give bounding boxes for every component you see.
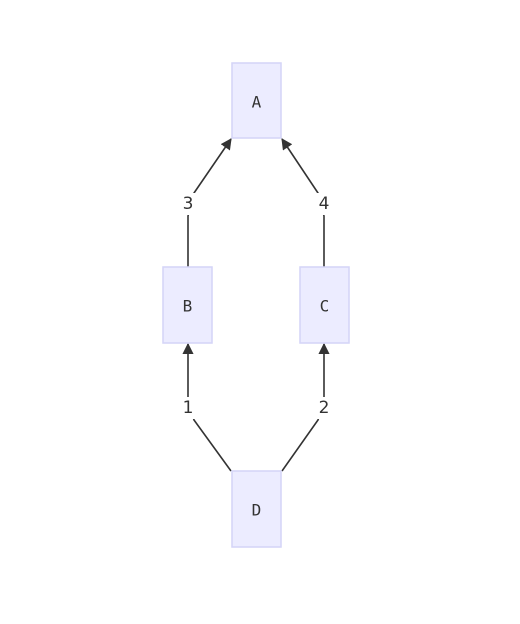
edge-label-b-a-text: 3: [183, 194, 194, 214]
node-a[interactable]: A: [231, 62, 282, 139]
edge-labels: 1 2 3 4: [179, 193, 333, 419]
edge-label-c-a: 4: [315, 193, 333, 215]
node-b-label: B: [183, 297, 193, 316]
nodes: A B C D: [162, 62, 350, 548]
node-a-label: A: [252, 93, 262, 112]
edge-label-d-c-text: 2: [319, 398, 330, 418]
edge-label-d-c: 2: [315, 397, 333, 419]
node-c[interactable]: C: [299, 266, 350, 344]
node-c-label: C: [320, 297, 330, 316]
node-d-label: D: [252, 501, 262, 520]
node-b[interactable]: B: [162, 266, 213, 344]
edge-label-b-a: 3: [179, 193, 197, 215]
node-d[interactable]: D: [231, 470, 282, 548]
edge-label-d-b-text: 1: [183, 398, 194, 418]
edge-label-c-a-text: 4: [319, 194, 330, 214]
edge-label-d-b: 1: [179, 397, 197, 419]
